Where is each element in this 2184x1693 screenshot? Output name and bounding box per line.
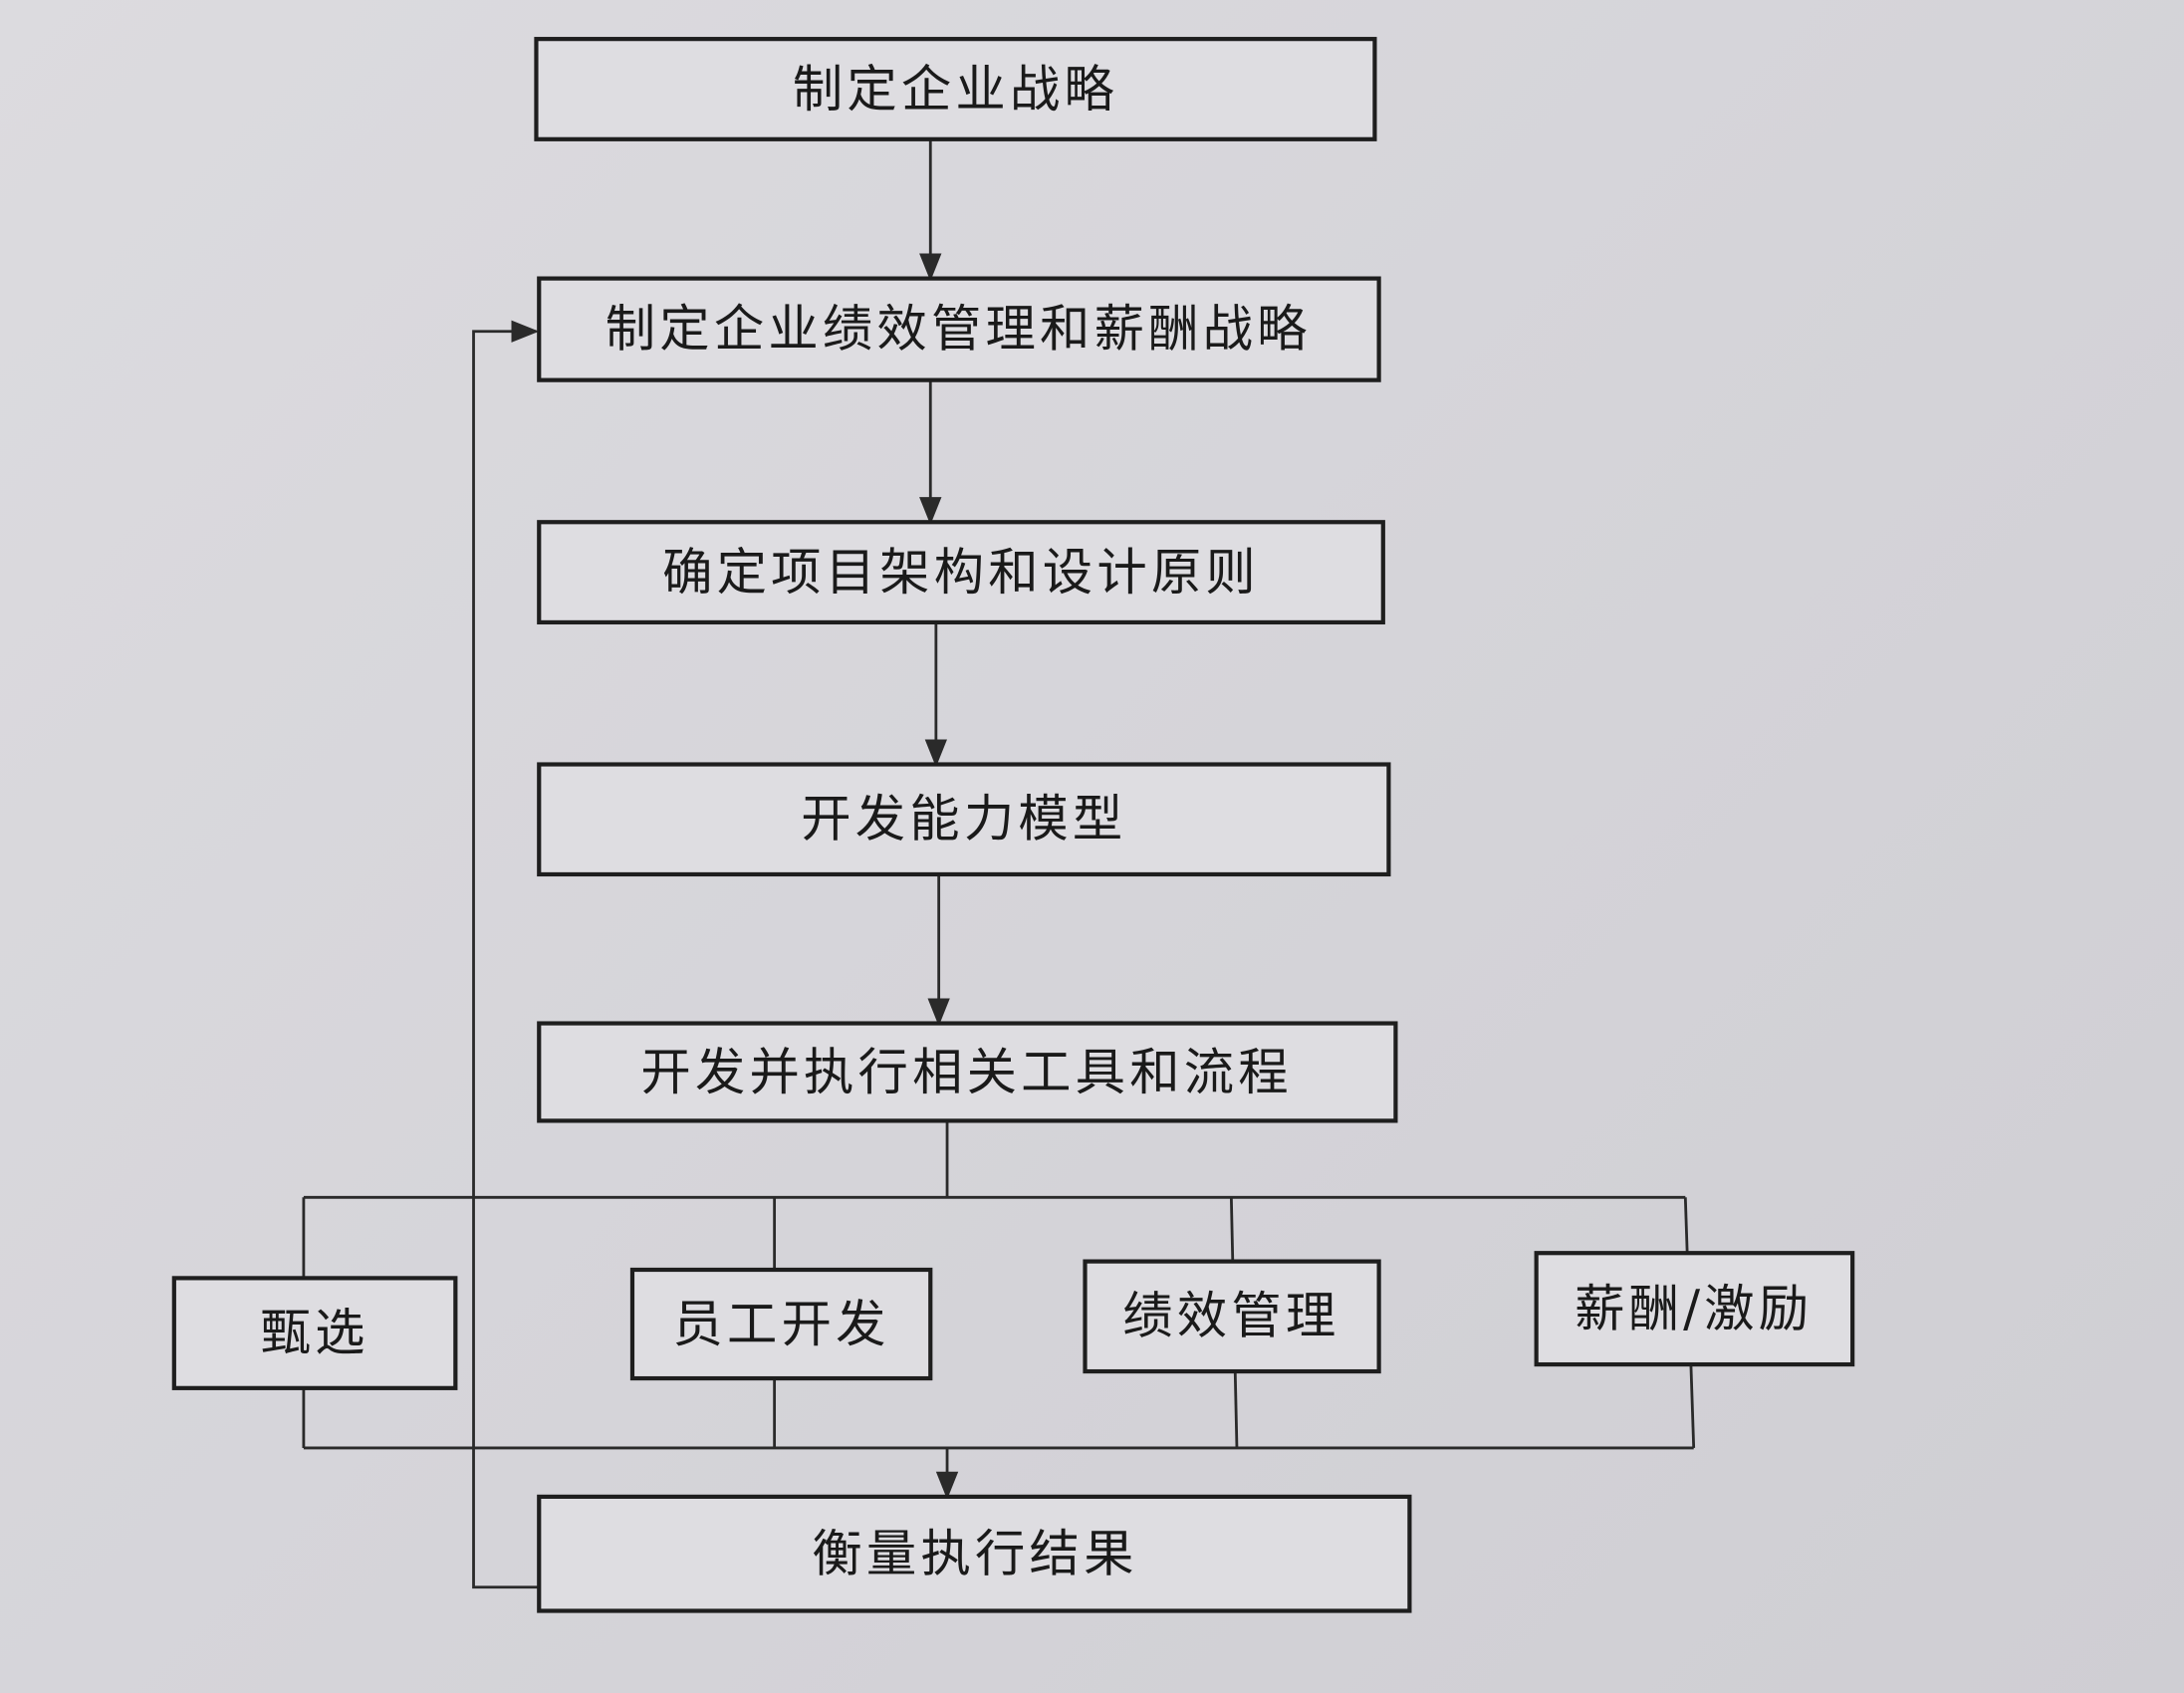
node-label: 员工开发 bbox=[673, 1295, 890, 1353]
node-label: 确定项目架构和设计原则 bbox=[662, 543, 1260, 602]
feedback-loop-arrow bbox=[472, 320, 540, 1589]
node-employee-dev: 员工开发 bbox=[629, 1267, 933, 1381]
node-label: 开发并执行相关工具和流程 bbox=[640, 1043, 1292, 1101]
node-label: 制定企业绩效管理和薪酬战略 bbox=[606, 299, 1312, 358]
node-perf-mgmt: 绩效管理 bbox=[1083, 1259, 1381, 1374]
node-label: 制定企业战略 bbox=[793, 60, 1118, 119]
node-label: 薪酬/激励 bbox=[1575, 1280, 1813, 1338]
node-tools-processes: 开发并执行相关工具和流程 bbox=[537, 1021, 1398, 1123]
node-label: 甄选 bbox=[261, 1303, 369, 1361]
node-perf-comp-strategy: 制定企业绩效管理和薪酬战略 bbox=[537, 276, 1381, 382]
node-compensation: 薪酬/激励 bbox=[1534, 1251, 1855, 1367]
node-strategy: 制定企业战略 bbox=[534, 37, 1377, 141]
node-measure: 衡量执行结果 bbox=[537, 1494, 1412, 1613]
node-label: 绩效管理 bbox=[1122, 1287, 1339, 1345]
node-selection: 甄选 bbox=[171, 1276, 458, 1390]
node-label: 开发能力模型 bbox=[801, 790, 1126, 848]
node-architecture: 确定项目架构和设计原则 bbox=[537, 520, 1385, 625]
node-label: 衡量执行结果 bbox=[812, 1525, 1137, 1583]
node-competency-model: 开发能力模型 bbox=[537, 762, 1391, 877]
